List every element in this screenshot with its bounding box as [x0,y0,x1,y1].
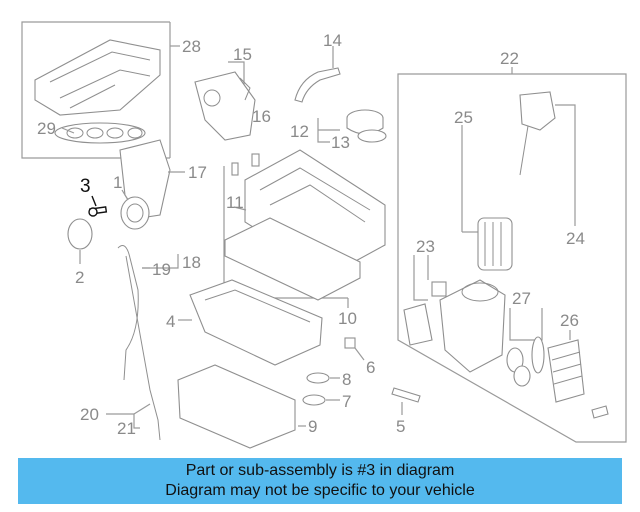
group-bracket-22 [397,73,627,443]
callout-29: 29 [37,119,56,138]
intake-manifold [34,39,161,116]
group-bracket-28 [21,21,170,159]
callout-16: 16 [252,107,271,126]
filter-cap [519,91,556,131]
callout-15: 15 [233,45,252,64]
dipstick-group [106,245,179,441]
callout-8: 8 [342,370,351,389]
bolt-3-highlighted [88,195,108,217]
cooler-bolt [591,405,609,419]
callout-labels: 1 1 2 3 4 5 6 7 8 9 10 11 12 13 14 15 16… [37,31,585,438]
timing-cover [194,71,256,141]
washer-8 [306,372,330,384]
drain-plug-group [344,337,365,361]
callout-6: 6 [366,358,375,377]
oil-cooler [547,339,585,403]
sensor-5-group [391,387,421,415]
banner-line-1: Part or sub-assembly is #3 in diagram [185,462,455,479]
callout-18: 18 [182,253,201,272]
callout-10: 10 [338,309,357,328]
banner-line-2: Diagram may not be specific to your vehi… [165,482,475,499]
callout-11: 11 [226,193,244,212]
callout-7: 7 [342,392,351,411]
drain-plug [344,337,356,349]
callout-20: 20 [80,405,99,424]
oil-filter-housing-group [397,67,627,443]
callout-21: 21 [117,419,136,438]
crank-pulley [120,196,150,230]
callout-24: 24 [566,229,585,248]
callout-17: 17 [188,163,207,182]
exploded-parts-diagram: 1 1 2 3 4 5 6 7 8 9 10 11 12 13 14 15 16… [21,21,627,449]
filler-cap-seal [357,129,387,143]
callout-3: 3 [80,176,91,197]
washer-7 [302,394,326,406]
callout-23: 23 [416,237,435,256]
dipstick-tube [117,245,139,381]
upper-oil-pan-group [178,279,323,366]
o-ring-27b [513,365,531,387]
callout-1-label: 1 [113,173,122,192]
filler-cap-group [317,109,387,143]
seal-23 [431,281,447,297]
callout-2: 2 [75,268,84,287]
callout-22: 22 [500,49,519,68]
callout-26: 26 [560,311,579,330]
sensor-5 [391,387,421,403]
washers-group [302,372,340,406]
callout-25: 25 [454,108,473,127]
callout-12: 12 [290,122,309,141]
timing-cover-group [194,61,256,141]
callout-13: 13 [331,133,350,152]
upper-oil-pan [189,279,323,366]
breather-tube-group [294,46,341,103]
callout-4: 4 [166,312,175,331]
lower-oil-pan-group [177,364,306,449]
info-banner: Part or sub-assembly is #3 in diagram Di… [18,458,622,504]
oil-filter-housing [439,279,506,373]
callout-14: 14 [323,31,342,50]
seal-group [67,218,93,264]
callout-9: 9 [308,417,317,436]
crank-pulley-group [120,189,150,230]
valve-cover-gasket [224,217,361,301]
oil-filter-element [477,217,513,271]
callout-28: 28 [182,37,201,56]
valve-cover-group [223,149,386,308]
callout-5: 5 [396,417,405,436]
breather-tube [294,67,341,103]
lower-oil-pan [177,364,296,449]
sensor [231,162,239,176]
intake-manifold-group [21,21,180,159]
housing-gasket [403,303,433,346]
o-ring-27c [531,336,545,374]
callout-27: 27 [512,289,531,308]
crank-seal [67,218,93,250]
callout-19: 19 [152,260,171,279]
manifold-gasket [54,122,146,144]
dipstick [125,255,161,441]
